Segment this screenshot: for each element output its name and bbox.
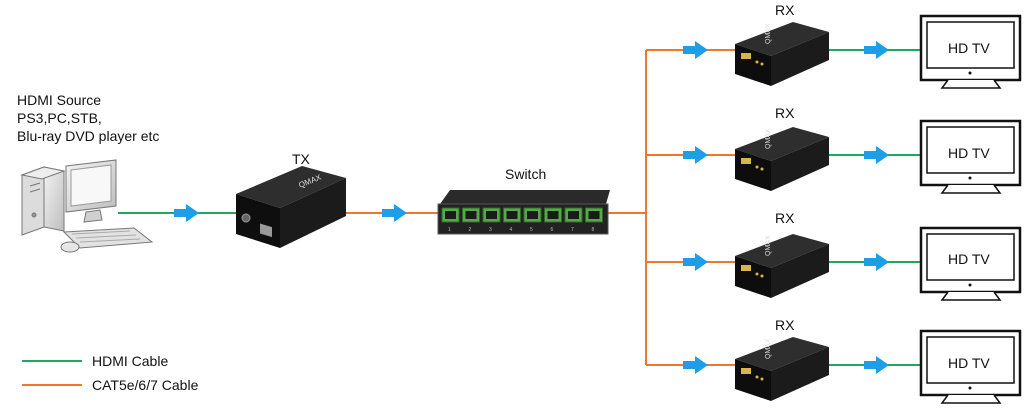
switch-port: 7 — [564, 207, 583, 233]
rx-brand-label: QMAX — [765, 23, 772, 44]
tv-label-3: HD TV — [948, 251, 990, 267]
arrow-icon — [382, 204, 407, 222]
switch-ports: 1 2 3 4 5 6 7 8 — [441, 207, 603, 233]
switch-port-number: 6 — [551, 227, 554, 233]
switch-port: 5 — [523, 207, 542, 233]
switch-port: 3 — [482, 207, 501, 233]
rx-device: QMAX — [735, 234, 829, 298]
rx-device: QMAX — [735, 22, 829, 86]
arrow-icon — [174, 204, 199, 222]
rx-brand-label: QMAX — [765, 338, 772, 359]
switch-port: 4 — [503, 207, 521, 233]
switch-port: 6 — [544, 207, 562, 233]
rx-brand-label: QMAX — [765, 235, 772, 256]
arrow-icon — [864, 146, 889, 164]
arrow-icon — [683, 146, 708, 164]
switch-port: 8 — [585, 207, 603, 233]
rx-label-1: RX — [775, 2, 795, 18]
signal-arrows — [174, 41, 889, 374]
legend-hdmi-label: HDMI Cable — [92, 353, 169, 369]
arrow-icon — [683, 356, 708, 374]
hd-tvs — [919, 14, 1022, 404]
rx-devices: QMAX QMAX QMAX QMAX — [735, 22, 829, 401]
rx-device: QMAX — [735, 127, 829, 191]
switch-port-number: 7 — [571, 227, 574, 233]
switch-port-number: 2 — [469, 227, 472, 233]
desktop-pc-icon — [20, 159, 154, 253]
source-label-line-2: PS3,PC,STB, — [17, 110, 102, 126]
switch-port-number: 3 — [489, 227, 492, 233]
switch-port: 1 — [441, 207, 460, 233]
source-label-line-1: HDMI Source — [17, 92, 102, 108]
arrow-icon — [683, 253, 708, 271]
switch-port-number: 4 — [510, 227, 513, 233]
switch-label: Switch — [505, 166, 547, 182]
hdmi-port-icon — [741, 53, 751, 59]
arrow-icon — [683, 41, 708, 59]
arrow-icon — [864, 356, 889, 374]
tx-device — [236, 166, 346, 248]
source-label-line-3: Blu-ray DVD player etc — [17, 128, 160, 144]
switch-port-number: 1 — [448, 227, 451, 233]
rx-device: QMAX — [735, 337, 829, 401]
hd-tv-icon — [919, 119, 1022, 194]
rx-label-4: RX — [775, 317, 795, 333]
legend-cat-label: CAT5e/6/7 Cable — [92, 377, 199, 393]
tx-label: TX — [292, 151, 310, 167]
switch-port-number: 5 — [530, 227, 533, 233]
rx-label-3: RX — [775, 210, 795, 226]
arrow-icon — [864, 41, 889, 59]
switch-port: 2 — [462, 207, 480, 233]
hd-tv-icon — [919, 329, 1022, 404]
arrow-icon — [864, 253, 889, 271]
tv-label-1: HD TV — [948, 40, 990, 56]
tv-label-4: HD TV — [948, 355, 990, 371]
tv-label-2: HD TV — [948, 145, 990, 161]
hdmi-port-icon — [741, 158, 751, 164]
hd-tv-icon — [919, 226, 1022, 301]
hd-tv-icon — [919, 14, 1022, 89]
rx-label-2: RX — [775, 105, 795, 121]
hdmi-port-icon — [741, 368, 751, 374]
switch-port-number: 8 — [592, 227, 595, 233]
rx-brand-label: QMAX — [765, 128, 772, 149]
hdmi-port-icon — [741, 265, 751, 271]
